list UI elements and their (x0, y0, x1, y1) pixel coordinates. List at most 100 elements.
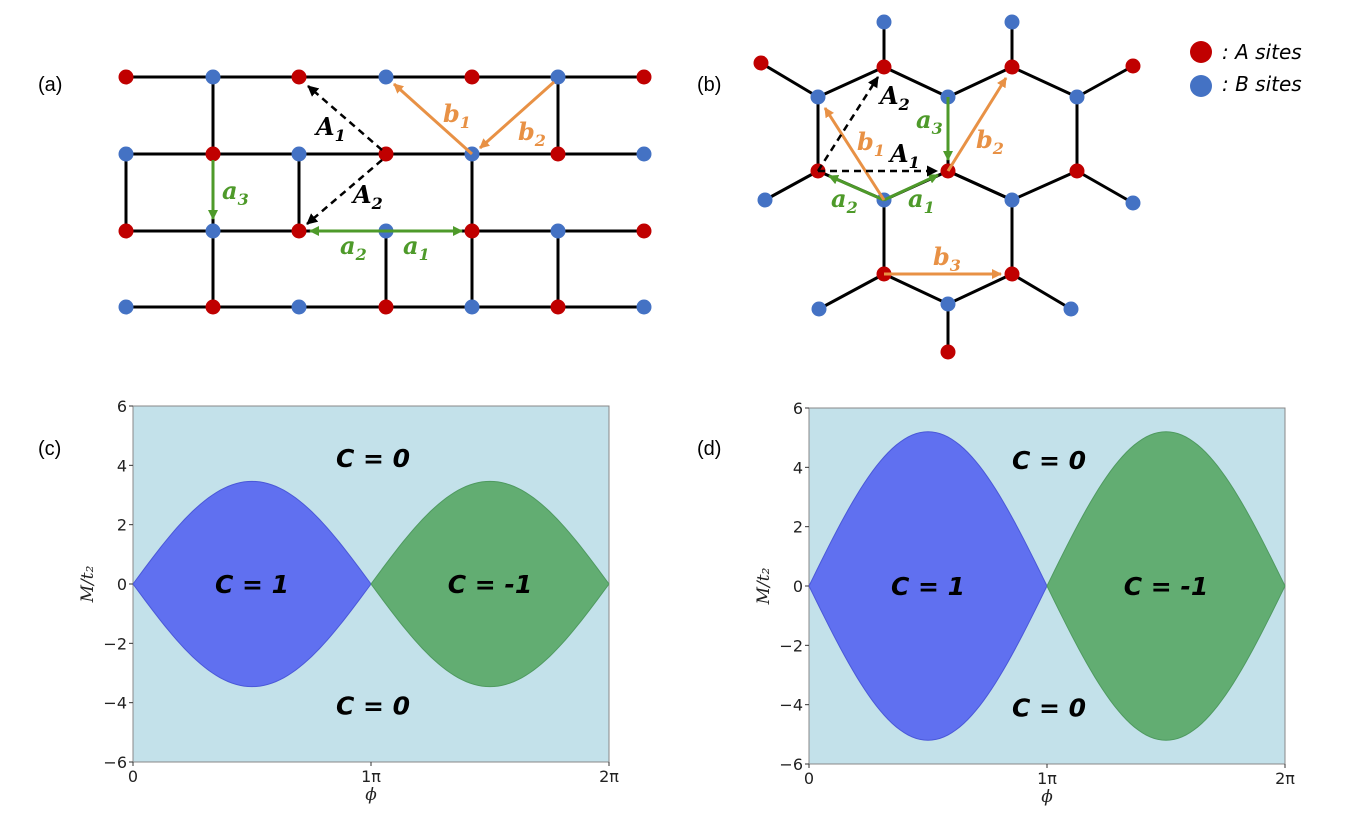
b-site (810, 89, 826, 105)
square-lattice-diagram: a3 a2 a1 b1 b2 A1 A2 (118, 69, 652, 315)
panel-label-b: (b) (697, 74, 721, 96)
y-tick-label: −4 (103, 694, 127, 713)
vector-b1-label: b1 (857, 127, 885, 160)
y-tick-label: 2 (793, 518, 803, 537)
x-axis-label: ϕ (365, 785, 377, 805)
legend-a-site-marker (1190, 41, 1212, 63)
a-site (464, 223, 480, 239)
a-site (378, 146, 394, 162)
region-c-minus-1 (1046, 431, 1286, 741)
a-site (550, 299, 566, 315)
vector-A1-label: A1 (888, 139, 920, 172)
vector-b2-arrow (479, 80, 555, 150)
legend: : A sites : B sites (1190, 40, 1302, 97)
a-site (1004, 266, 1020, 282)
x-tick-label: 0 (128, 767, 138, 786)
b-site (464, 299, 480, 315)
y-tick-label: −2 (103, 634, 127, 653)
lattice-bonds (124, 75, 644, 309)
x-axis-label: ϕ (1041, 787, 1053, 807)
y-tick-label: 2 (117, 516, 127, 535)
legend-a-sites-label: : A sites (1222, 40, 1302, 64)
vector-b1-arrow (392, 82, 474, 156)
b-site (1069, 89, 1085, 105)
a-site (205, 299, 221, 315)
b-site (636, 299, 652, 315)
lattice-sites (753, 14, 1141, 360)
vector-b2-arrow (946, 77, 1008, 172)
y-tick-label: 6 (793, 399, 803, 418)
y-tick-label: −2 (779, 636, 803, 655)
b-site (876, 14, 892, 30)
y-tick-label: −4 (779, 696, 803, 715)
vector-a3-label: a3 (222, 176, 249, 209)
b-site (757, 192, 773, 208)
region-label-c-0-top: C = 0 (336, 444, 410, 473)
y-tick-label: −6 (779, 755, 803, 774)
a-site (118, 69, 134, 85)
region-label-c-0-bottom: C = 0 (1012, 694, 1086, 723)
vector-b2-label: b2 (976, 125, 1004, 158)
vector-a2-label: a2 (340, 231, 367, 264)
lattice-sites (118, 69, 652, 315)
a-site (876, 59, 892, 75)
b-site (1004, 192, 1020, 208)
b-site (291, 146, 307, 162)
b-site (205, 223, 221, 239)
vector-b1-label: b1 (443, 99, 471, 132)
b-site (1004, 14, 1020, 30)
y-tick-label: 4 (117, 456, 127, 475)
vector-b1-arrow (823, 107, 886, 201)
vector-a1-arrow (883, 173, 939, 202)
b-site (1125, 195, 1141, 211)
a-site (1069, 163, 1085, 179)
panel-label-d: (d) (697, 438, 721, 460)
vector-a2-arrow (828, 174, 885, 202)
region-label-c-minus-1: C = -1 (448, 570, 532, 599)
region-label-c-0-top: C = 0 (1012, 446, 1086, 475)
a-site (118, 223, 134, 239)
vector-A1-label: A1 (314, 112, 346, 145)
y-tick-label: 0 (793, 577, 803, 596)
vector-A2-arrow (306, 159, 383, 225)
x-tick-label: 1π (1037, 769, 1057, 788)
a-site (636, 223, 652, 239)
a-site (940, 344, 956, 360)
b-site (811, 301, 827, 317)
b-site (550, 223, 566, 239)
x-tick-label: 0 (804, 769, 814, 788)
a-site (1125, 58, 1141, 74)
vector-A2-label: A2 (351, 180, 383, 213)
a-site (205, 146, 221, 162)
b-site (291, 299, 307, 315)
vector-a2-label: a2 (831, 184, 858, 217)
vector-a3-label: a3 (916, 105, 943, 138)
b-site (205, 69, 221, 85)
panel-label-c: (c) (38, 438, 61, 460)
b-site (550, 69, 566, 85)
legend-b-site-marker (1190, 75, 1212, 97)
vector-A1-arrow (307, 85, 383, 151)
x-tick-label: 2π (599, 767, 619, 786)
a-site (464, 69, 480, 85)
vector-a1-label: a1 (908, 184, 935, 217)
a-site (1004, 59, 1020, 75)
region-c-minus-1 (370, 480, 610, 688)
b-site (118, 299, 134, 315)
x-tick-label: 1π (361, 767, 381, 786)
vector-b2-label: b2 (518, 117, 546, 150)
vector-A2-arrow (816, 76, 880, 172)
x-tick-label: 2π (1275, 769, 1295, 788)
region-label-c-1: C = 1 (215, 570, 289, 599)
vector-a1-label: a1 (403, 231, 430, 264)
honeycomb-lattice-diagram: a2 a1 a3 b1 b2 b3 A2 A1 (753, 14, 1141, 360)
a-site (291, 223, 307, 239)
a-site (753, 55, 769, 71)
region-label-c-0-bottom: C = 0 (336, 692, 410, 721)
a-site (378, 299, 394, 315)
y-tick-label: −6 (103, 753, 127, 772)
y-tick-label: 6 (117, 397, 127, 416)
